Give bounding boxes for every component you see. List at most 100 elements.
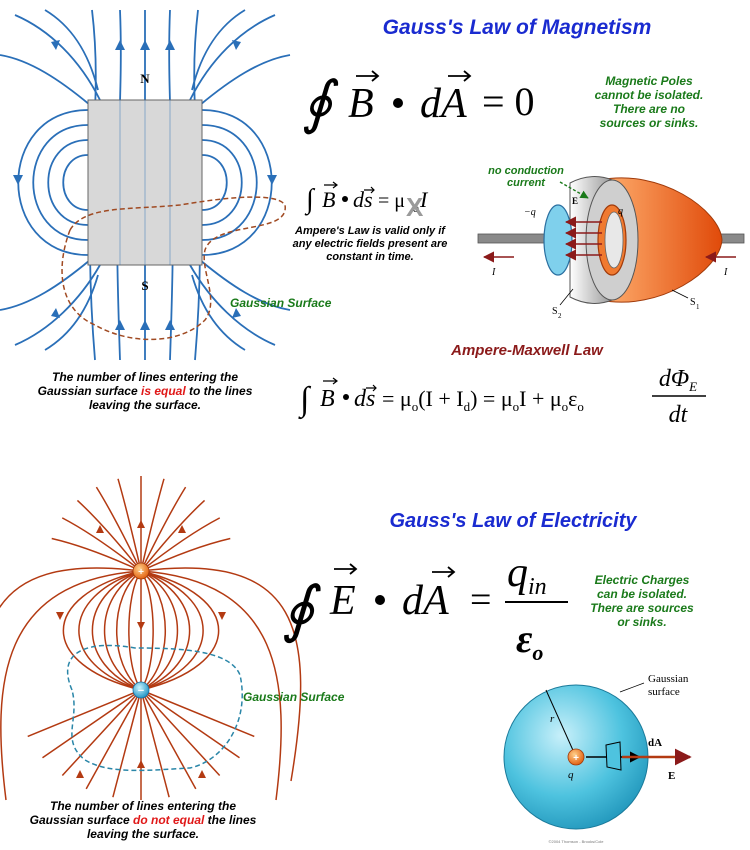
ampere-equation: ∫ B ds = μ o I X [304,181,429,222]
gaussian-surface-magnet [61,196,286,341]
svg-text:dA: dA [648,737,662,749]
field-line [91,570,142,691]
svg-text:B: B [348,81,374,127]
no-conduction-pointer [559,181,589,199]
svg-text:There are sources: There are sources [590,601,694,615]
capacitor-diagram: −q q E I I S 2 S 1 [477,176,745,320]
magnet-field-lines-over [119,100,171,265]
area-element [605,741,622,771]
north-pole-label: N [140,71,150,86]
svg-text:q: q [568,769,574,781]
gaussian-surface-label-electric: Gaussian Surface [243,690,345,704]
svg-text:I: I [491,267,496,278]
negative-charge-symbol: − [138,685,144,697]
field-line [27,689,142,738]
bar-magnet [87,99,203,266]
ampere-note: Ampere's Law is valid only if any electr… [293,225,448,263]
svg-text:E: E [668,770,675,782]
svg-text:The number of lines entering t: The number of lines entering the [52,370,238,384]
svg-text:Electric Charges: Electric Charges [595,573,690,587]
svg-text:∫: ∫ [304,184,316,216]
svg-text:−q: −q [524,207,536,218]
svg-text:dΦE: dΦE [659,366,697,394]
gauss-electricity-equation: ∮ E dA = qin εo [282,550,568,665]
e-field-arrows [564,216,602,261]
field-line [140,689,170,798]
charges-note: Electric Charges can be isolated. There … [590,573,694,629]
svg-text:There are no: There are no [613,102,685,116]
field-line [140,570,282,801]
svg-text:current: current [507,177,546,189]
svg-text:E: E [572,196,578,206]
svg-text:= 0: = 0 [482,79,535,124]
field-arrowhead [76,770,84,778]
no-conduction-label: no conduction current [488,165,564,189]
svg-text:Gaussian surface do not equal: Gaussian surface do not equal the lines [30,813,257,827]
field-line [78,570,142,691]
field-line [62,570,142,691]
field-line [140,689,240,759]
field-line [140,570,179,691]
svg-text:sources or sinks.: sources or sinks. [600,116,699,130]
svg-text:or sinks.: or sinks. [617,615,666,629]
svg-text:o: o [413,201,419,215]
svg-text:ds: ds [353,187,373,212]
field-line [140,570,191,691]
field-line [61,689,142,776]
svg-text:q: q [618,206,623,217]
svg-text:S: S [690,297,696,308]
svg-text:εo: εo [516,616,543,665]
svg-text:∫: ∫ [298,381,312,420]
field-arrowhead [56,612,64,620]
poles-note: Magnetic Poles cannot be isolated. There… [595,74,704,130]
field-line [103,570,142,691]
field-line [0,567,142,609]
positive-charge [132,562,150,580]
field-line [112,689,142,798]
svg-text:dA: dA [420,81,467,127]
field-line [128,570,142,691]
field-line [117,478,142,572]
svg-text:∮: ∮ [282,576,321,644]
negative-charge [132,681,150,699]
radius-line [545,689,577,758]
south-pole-label: S [141,278,148,293]
svg-text:qin: qin [507,550,547,600]
svg-text:E: E [329,578,356,624]
field-line [140,517,221,572]
field-line [140,570,166,691]
field-line [140,567,302,782]
svg-text:ds: ds [354,386,375,412]
svg-text:Magnetic Poles: Magnetic Poles [605,74,693,88]
field-arrowheads [13,40,277,330]
field-arrowhead [137,760,145,768]
maxwell-equation: ∫ B ds = μo(I + Id) = μoI + μoεo dΦE dt [298,366,706,428]
field-line [140,689,197,790]
field-line [85,689,142,790]
gaussian-surface-electric [66,644,243,772]
field-line [42,689,142,759]
svg-text:+: + [573,753,579,764]
field-line [140,570,154,691]
gaussian-surface-label-magnet: Gaussian Surface [230,296,332,310]
svg-text:can be isolated.: can be isolated. [597,587,687,601]
field-arrowhead [218,612,226,620]
negative-plate [543,204,573,276]
electric-caption: The number of lines entering the Gaussia… [30,799,257,841]
field-line [140,537,231,572]
svg-text:surface: surface [648,686,680,698]
svg-text:=: = [470,579,491,621]
svg-text:dA: dA [402,578,449,624]
magnet-field-diagram: N S [0,9,291,361]
electricity-title: Gauss's Law of Electricity [389,510,637,532]
field-arrowhead [178,525,186,533]
field-arrowhead [96,525,104,533]
svg-text:cannot be isolated.: cannot be isolated. [595,88,704,102]
svg-text:= μo(I + Id) = μoI + μoεo: = μo(I + Id) = μoI + μoεo [382,386,584,414]
svg-text:1: 1 [696,303,700,311]
svg-text:any electric fields present ar: any electric fields present are [293,238,448,250]
field-arrowhead [137,622,145,630]
svg-text:leaving the surface.: leaving the surface. [89,398,201,412]
svg-text:dt: dt [669,402,689,428]
